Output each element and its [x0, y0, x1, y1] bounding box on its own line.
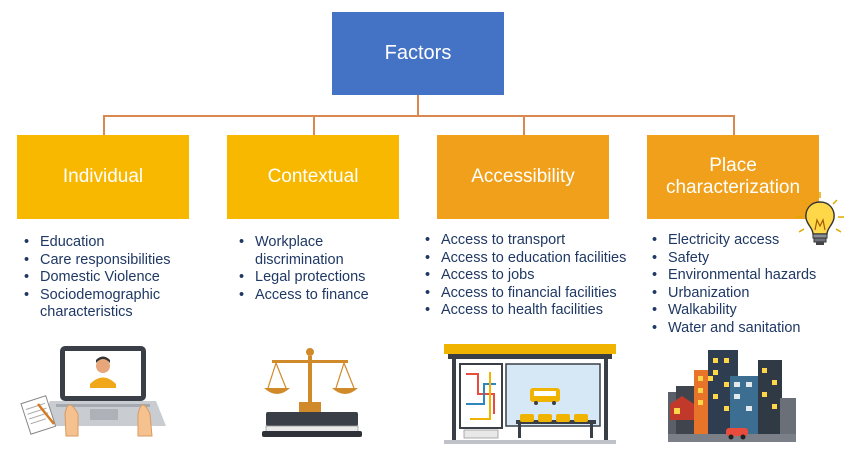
category-individual: Individual — [17, 135, 189, 219]
list-item: Access to transport — [425, 232, 640, 250]
connector-root-stem — [417, 95, 419, 115]
root-label: Factors — [384, 42, 452, 64]
place-item-list: Electricity access Safety Environmental … — [652, 232, 857, 338]
light-bulb-icon — [796, 192, 844, 245]
list-item: Electricity access — [652, 232, 857, 250]
category-place-characterization: Place characterization — [647, 135, 819, 219]
connector-drop-accessibility — [523, 115, 525, 135]
list-item: Water and sanitation — [652, 320, 857, 338]
list-item: Environmental hazards — [652, 267, 857, 285]
category-accessibility: Accessibility — [437, 135, 609, 219]
list-item: Access to financial facilities — [425, 285, 640, 303]
category-label: Accessibility — [471, 166, 575, 188]
list-item: Access to education facilities — [425, 250, 640, 268]
connector-drop-place — [733, 115, 735, 135]
category-label: Place characterization — [665, 155, 801, 198]
list-item: Legal protections — [239, 269, 409, 287]
root-node-factors: Factors — [332, 12, 504, 95]
list-item: Walkability — [652, 302, 857, 320]
list-item: Domestic Violence — [24, 269, 214, 287]
accessibility-item-list: Access to transport Access to education … — [425, 232, 640, 320]
contextual-item-list: Workplace discrimination Legal protectio… — [239, 234, 409, 304]
list-item: Education — [24, 234, 214, 252]
category-label: Contextual — [267, 166, 359, 188]
connector-horizontal — [103, 115, 734, 117]
list-item: Urbanization — [652, 285, 857, 303]
list-item: Safety — [652, 250, 857, 268]
list-item: Workplace discrimination — [239, 234, 350, 269]
list-item: Sociodemographic characteristics — [24, 287, 180, 322]
list-item: Access to jobs — [425, 267, 640, 285]
list-item: Access to finance — [239, 287, 409, 305]
laptop-user-icon — [20, 346, 166, 437]
category-label: Individual — [62, 166, 144, 188]
list-item: Access to health facilities — [425, 302, 640, 320]
justice-scales-icon — [262, 348, 362, 437]
connector-drop-contextual — [313, 115, 315, 135]
list-item: Care responsibilities — [24, 252, 214, 270]
individual-item-list: Education Care responsibilities Domestic… — [24, 234, 214, 322]
bus-stop-icon — [444, 344, 616, 444]
connector-drop-individual — [103, 115, 105, 135]
city-buildings-icon — [668, 350, 796, 442]
category-contextual: Contextual — [227, 135, 399, 219]
